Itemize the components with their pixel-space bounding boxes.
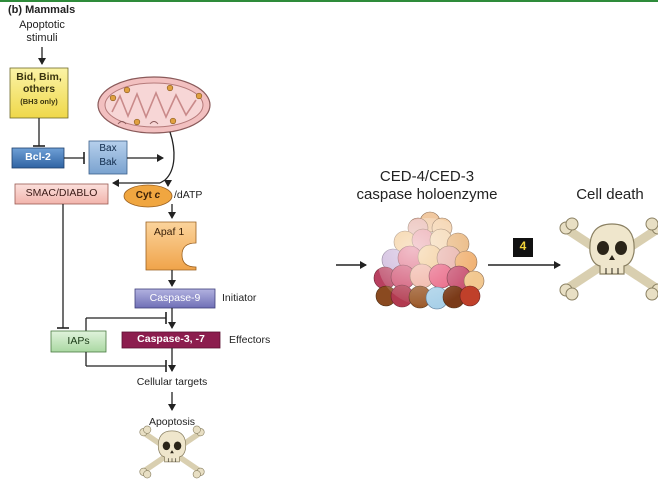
effectors-label: Effectors: [229, 334, 271, 346]
holoenzyme-complex-icon: [373, 211, 485, 310]
bax-bak-box: [88, 140, 128, 175]
cell-death-skull-icon: [559, 217, 658, 301]
apaf1-label: Apaf 1: [153, 226, 185, 238]
mitochondrion-icon: [97, 76, 211, 134]
bh3-note: (BH3 only): [20, 97, 58, 106]
bh3-label-line1: Bid, Bim,: [16, 71, 62, 83]
datp-label: /dATP: [174, 189, 203, 201]
step-badge-label: 4: [519, 239, 527, 253]
cell-death-label: Cell death: [576, 186, 644, 203]
mito-release-curve: [164, 131, 175, 181]
caspase9-label: Caspase-9: [149, 292, 201, 304]
bax-label: Bax: [99, 143, 117, 154]
iaps-label: IAPs: [67, 335, 90, 347]
holoenzyme-title-line1: CED-4/CED-3: [379, 168, 475, 185]
bh3-box: [9, 67, 69, 119]
bcl2-label: Bcl-2: [25, 151, 51, 163]
holoenzyme-title-line2: caspase holoenzyme: [356, 186, 498, 203]
cellular-targets-label: Cellular targets: [136, 376, 208, 388]
bh3-label-line2: others: [22, 83, 56, 95]
apoptosis-skull-icon: [139, 425, 205, 479]
step-badge: [513, 238, 533, 257]
stimuli-label-line1: Apoptotic: [19, 19, 65, 31]
apoptosis-label: Apoptosis: [148, 416, 196, 428]
smac-label: SMAC/DIABLO: [25, 187, 98, 199]
initiator-label: Initiator: [222, 292, 257, 304]
stimuli-label-line2: stimuli: [26, 32, 58, 44]
bak-label: Bak: [99, 157, 117, 168]
cyt-c-label: Cyt c: [135, 190, 161, 201]
caspase37-box: [121, 331, 221, 349]
panel-label: (b) Mammals: [8, 4, 76, 16]
caspase9-box: [134, 288, 216, 309]
smac-box: [14, 183, 109, 205]
caspase37-label: Caspase-3, -7: [137, 333, 205, 345]
iaps-box: [50, 330, 107, 353]
to-smac-line-a: [159, 179, 166, 184]
cyt-c-oval: [123, 184, 173, 208]
apaf1-shape: [145, 221, 197, 271]
